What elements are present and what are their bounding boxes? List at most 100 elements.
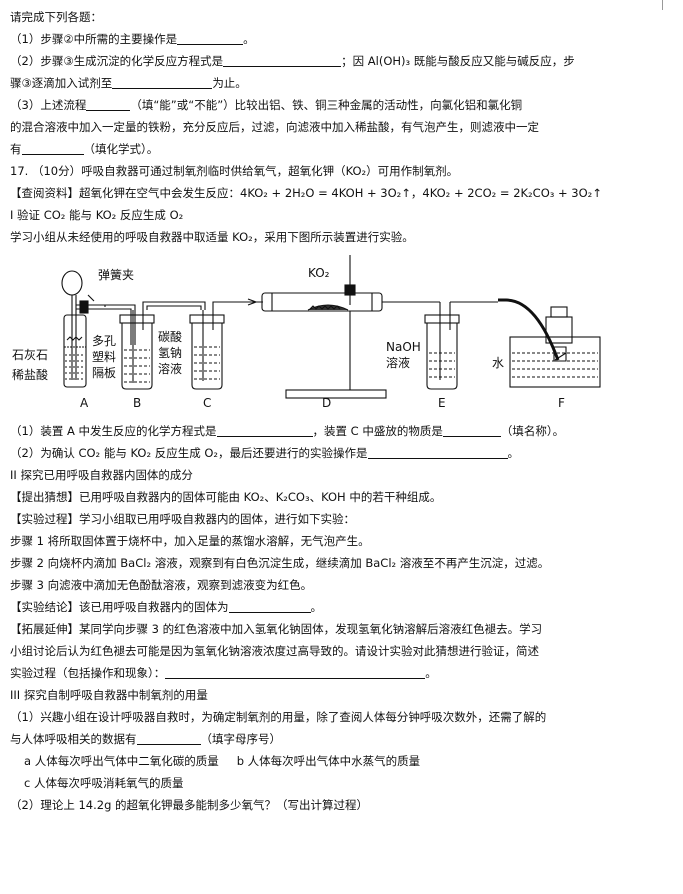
line-q2: （2）步骤③生成沉淀的化学反应方程式是 ；因 Al(OH)₃ 既能与酸反应又能与碱… (10, 50, 673, 72)
answer-blank[interactable] (442, 423, 501, 437)
apparatus-f (509, 306, 601, 388)
text: II 探究已用呼吸自救器内固体的成分 (10, 468, 193, 482)
line-q3: （3）上述流程（填“能”或“不能”）比较出铝、铁、铜三种金属的活动性，向氯化铝和… (10, 94, 673, 116)
line-options-ab: a 人体每次呼出气体中二氧化碳的质量 b 人体每次呼出气体中水蒸气的质量 (10, 750, 673, 772)
apparatus-a (61, 270, 106, 388)
text: （填化学式）。 (83, 142, 159, 156)
text: （2）为确认 CO₂ 能与 KO₂ 反应生成 O₂，最后还要进行的实验操作是 (10, 446, 368, 460)
letter-c: C (203, 396, 211, 410)
text: ，装置 C 中盛放的物质是 (312, 424, 443, 438)
text: 【查阅资料】超氧化钾在空气中会发生反应：4KO₂ + 2H₂O = 4KOH +… (10, 186, 602, 200)
text: （2）理论上 14.2g 的超氧化钾最多能制多少氧气？（写出计算过程） (10, 798, 369, 812)
label-water: 水 (492, 356, 504, 370)
line-q3-end: 有（填化学式）。 (10, 138, 673, 160)
letter-a: A (80, 396, 89, 410)
line-conclusion: 【实验结论】该已用呼吸自救器内的固体为 。 (10, 596, 673, 618)
apparatus-d (261, 255, 440, 399)
text: 【实验结论】该已用呼吸自救器内的固体为 (10, 600, 229, 614)
letter-f: F (558, 396, 565, 410)
text: 步骤 3 向滤液中滴加无色酚酞溶液，观察到滤液变为红色。 (10, 578, 313, 592)
letter-b: B (133, 396, 141, 410)
option-a: a 人体每次呼出气体中二氧化碳的质量 (24, 754, 219, 768)
line-process: 【实验过程】学习小组取已用呼吸自救器内的固体，进行如下实验： (10, 508, 673, 530)
pipe (146, 305, 202, 310)
label-nahco3-3: 溶液 (158, 361, 182, 376)
line-q3-cont: 的混合溶液中加入一定量的铁粉，充分反应后，过滤，向滤液中加入稀盐酸，有气泡产生，… (10, 116, 673, 138)
question-text-top: 请完成下列各题： （1）步骤②中所需的主要操作是。 （2）步骤③生成沉淀的化学反… (10, 6, 673, 248)
answer-blank[interactable] (177, 31, 244, 45)
label-porous-2: 塑料 (92, 349, 116, 364)
text: 17. （10分）呼吸自救器可通过制氧剂临时供给氧气，超氧化钾（KO₂）可用作制… (10, 164, 459, 178)
text: （1）兴趣小组在设计呼吸器自救时，为确定制氧剂的用量，除了查阅人体每分钟呼吸次数… (10, 710, 547, 724)
apparatus-diagram: 弹簧夹 石灰石 稀盐酸 多孔 塑料 隔板 碳酸 氢钠 溶液 KO₂ NaOH 溶… (10, 255, 673, 420)
text: （填字母序号） (200, 732, 282, 746)
option-b: b 人体每次呼出气体中水蒸气的质量 (236, 754, 421, 768)
text: 。 (507, 446, 520, 460)
apparatus-svg: 弹簧夹 石灰石 稀盐酸 多孔 塑料 隔板 碳酸 氢钠 溶液 KO₂ NaOH 溶… (12, 255, 601, 410)
line-b2: （2）为确认 CO₂ 能与 KO₂ 反应生成 O₂，最后还要进行的实验操作是 。 (10, 442, 673, 464)
text: 。 (310, 600, 323, 614)
letter-e: E (438, 396, 446, 410)
answer-blank[interactable] (223, 53, 342, 67)
label-porous-3: 隔板 (92, 366, 116, 380)
line-extension-1: 【拓展延伸】某同学向步骤 3 的红色溶液中加入氢氧化钠固体，发现氢氧化钠溶解后溶… (10, 618, 673, 640)
text: 【提出猜想】已用呼吸自救器内的固体可能由 KO₂、K₂CO₃、KOH 中的若干种… (10, 490, 442, 504)
label-nahco3-2: 氢钠 (158, 345, 182, 360)
pipe (105, 308, 132, 345)
line-q17: 17. （10分）呼吸自救器可通过制氧剂临时供给氧气，超氧化钾（KO₂）可用作制… (10, 160, 673, 182)
text: ；因 Al(OH)₃ 既能与酸反应又能与碱反应，步 (341, 54, 575, 68)
line-step1: 步骤 1 将所取固体置于烧杯中，加入足量的蒸馏水溶解，无气泡产生。 (10, 530, 673, 552)
text: 请完成下列各题： (10, 10, 102, 24)
line-b1: （1）装置 A 中发生反应的化学方程式是，装置 C 中盛放的物质是（填名称）。 (10, 420, 673, 442)
label-porous-1: 多孔 (92, 334, 116, 348)
line-part3-q1-cont: 与人体呼吸相关的数据有 （填字母序号） (10, 728, 673, 750)
pipe (498, 298, 560, 361)
text: 【拓展延伸】某同学向步骤 3 的红色溶液中加入氢氧化钠固体，发现氢氧化钠溶解后溶… (10, 622, 543, 636)
line-reference: 【查阅资料】超氧化钾在空气中会发生反应：4KO₂ + 2H₂O = 4KOH +… (10, 182, 673, 204)
answer-blank[interactable] (367, 445, 508, 459)
text: （1）装置 A 中发生反应的化学方程式是 (10, 424, 217, 438)
answer-blank[interactable] (21, 141, 84, 155)
line-extension-2: 小组讨论后认为红色褪去可能是因为氢氧化钠溶液浓度过高导致的。请设计实验对此猜想进… (10, 640, 673, 662)
apparatus-e (424, 301, 498, 390)
line-instruction: 请完成下列各题： (10, 6, 673, 28)
text: 。 (243, 32, 255, 46)
text: （3）上述流程 (10, 98, 87, 112)
line-extension-3: 实验过程（包括操作和现象）：。 (10, 662, 673, 684)
text: 小组讨论后认为红色褪去可能是因为氢氧化钠溶液浓度过高导致的。请设计实验对此猜想进… (10, 644, 539, 658)
line-step2: 步骤 2 向烧杯内滴加 BaCl₂ 溶液，观察到有白色沉淀生成，继续滴加 BaC… (10, 552, 673, 574)
answer-blank[interactable] (165, 665, 426, 679)
answer-blank[interactable] (136, 731, 201, 745)
apparatus-c (189, 310, 225, 390)
line-hypothesis: 【提出猜想】已用呼吸自救器内的固体可能由 KO₂、K₂CO₃、KOH 中的若干种… (10, 486, 673, 508)
text: 步骤 2 向烧杯内滴加 BaCl₂ 溶液，观察到有白色沉淀生成，继续滴加 BaC… (10, 556, 550, 570)
label-nahco3-1: 碳酸 (158, 329, 182, 344)
page-corner-mark (662, 0, 675, 10)
text: 的混合溶液中加入一定量的铁粉，充分反应后，过滤，向滤液中加入稀盐酸，有气泡产生，… (10, 120, 539, 134)
line-q1: （1）步骤②中所需的主要操作是。 (10, 28, 673, 50)
arrow (247, 298, 258, 306)
text: 为止。 (212, 76, 247, 90)
text: 。 (425, 666, 437, 680)
text: （2）步骤③生成沉淀的化学反应方程式是 (10, 54, 224, 68)
label-dilute-hcl: 稀盐酸 (12, 367, 48, 382)
pipe (142, 301, 206, 310)
answer-blank[interactable] (86, 97, 131, 111)
text: III 探究自制呼吸自救器中制氧剂的用量 (10, 688, 208, 702)
line-part3-q1: （1）兴趣小组在设计呼吸器自救时，为确定制氧剂的用量，除了查阅人体每分钟呼吸次数… (10, 706, 673, 728)
line-step3: 步骤 3 向滤液中滴加无色酚酞溶液，观察到滤液变为红色。 (10, 574, 673, 596)
label-limestone: 石灰石 (12, 348, 48, 362)
apparatus-b (119, 310, 155, 390)
text: I 验证 CO₂ 能与 KO₂ 反应生成 O₂ (10, 208, 184, 222)
answer-blank[interactable] (112, 75, 213, 89)
line-part3-q2: （2）理论上 14.2g 的超氧化钾最多能制多少氧气？（写出计算过程） (10, 794, 673, 816)
answer-blank[interactable] (216, 423, 313, 437)
label-spring-clip: 弹簧夹 (98, 267, 134, 282)
answer-blank[interactable] (228, 599, 311, 613)
pipe (105, 304, 136, 345)
option-c: c 人体每次呼吸消耗氧气的质量 (24, 776, 184, 790)
letter-d: D (322, 396, 331, 410)
text: 与人体呼吸相关的数据有 (10, 732, 137, 746)
text: 【实验过程】学习小组取已用呼吸自救器内的固体，进行如下实验： (10, 512, 355, 526)
label-naoh-2: 溶液 (386, 355, 410, 370)
